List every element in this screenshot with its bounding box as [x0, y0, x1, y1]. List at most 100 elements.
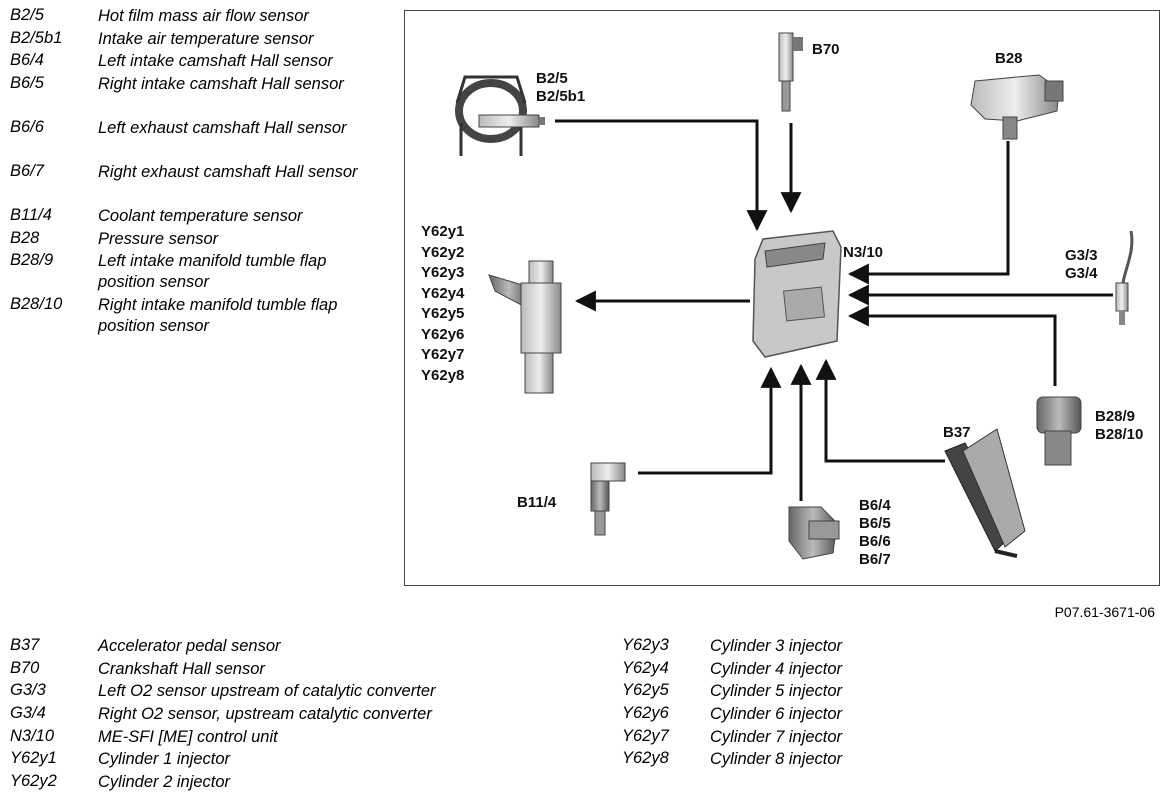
legend-code: B2/5 [10, 6, 44, 24]
legend-row: Y62y3 Cylinder 3 injector [622, 636, 1022, 659]
legend-description: Crankshaft Hall sensor [98, 659, 265, 678]
legend-code: Y62y2 [10, 772, 57, 791]
label-b6-4: B6/4 [859, 497, 891, 514]
legend-description: Coolant temperature sensor [98, 207, 303, 226]
diagram-svg: B2/5 B2/5b1 B70 B28 N3/10 G3/3 G3/4 Y62y… [421, 32, 1143, 568]
legend-code: B28 [10, 228, 40, 247]
legend-row: Y62y8 Cylinder 8 injector [622, 749, 1022, 772]
label-y62y5: Y62y5 [421, 305, 464, 322]
legend-row: Y62y7 Cylinder 7 injector [622, 727, 1022, 750]
label-y62y1: Y62y1 [421, 223, 464, 240]
legend-code: B11/4 [10, 206, 52, 225]
legend-description: Right O2 sensor, upstream catalytic conv… [98, 705, 432, 724]
legend-description: Left intake camshaft Hall sensor [98, 52, 333, 71]
pedal-sensor-illustration [944, 428, 1026, 558]
legend-description: Cylinder 4 injector [710, 659, 843, 678]
label-g3-4: G3/4 [1065, 265, 1098, 282]
coolant-sensor-illustration [590, 462, 626, 536]
legend-code: B28/9 [10, 251, 54, 270]
legend-code: G3/3 [10, 681, 46, 700]
line-coolant-to-ecu [638, 366, 782, 475]
legend-row: N3/10 ME-SFI [ME] control unit [10, 727, 570, 750]
legend-description: Cylinder 8 injector [710, 750, 843, 769]
legend-description: ME-SFI [ME] control unit [98, 727, 278, 746]
legend-row: B6/4 Left intake camshaft Hall sensor [10, 51, 390, 74]
label-b2-5b1: B2/5b1 [536, 88, 585, 105]
label-n3-10: N3/10 [843, 244, 883, 261]
label-y62y3: Y62y3 [421, 264, 464, 281]
ecu-illustration [752, 230, 842, 358]
legend-description: Left O2 sensor upstream of catalytic con… [98, 682, 436, 701]
label-b28-10: B28/10 [1095, 426, 1143, 443]
cam-sensor-illustration [788, 506, 840, 560]
label-b28: B28 [995, 50, 1023, 67]
legend-code: B6/6 [10, 118, 44, 137]
label-b11-4: B11/4 [517, 494, 557, 511]
legend-code: B6/4 [10, 51, 44, 70]
legend-code: B6/5 [10, 74, 44, 93]
legend-code: Y62y7 [622, 726, 669, 745]
line-pressure-to-ecu [847, 141, 1010, 285]
legend-description: Cylinder 2 injector [98, 773, 231, 792]
legend-code: B37 [10, 636, 40, 654]
legend-row: B28/9 Left intake manifold tumble flap po… [10, 251, 390, 295]
legend-code: Y62y6 [622, 704, 669, 723]
legend-description: Accelerator pedal sensor [98, 637, 281, 655]
legend-description: Left exhaust camshaft Hall sensor [98, 119, 347, 138]
legend-row: B2/5 Hot film mass air flow sensor [10, 6, 390, 29]
legend-code: Y62y5 [622, 681, 669, 700]
legend-description: Right intake camshaft Hall sensor [98, 75, 344, 94]
label-y62y8: Y62y8 [421, 367, 464, 384]
line-maf-to-ecu [555, 119, 768, 232]
legend-description: Pressure sensor [98, 229, 219, 248]
legend-row: Y62y2 Cylinder 2 injector [10, 772, 570, 795]
legend-description: Intake air temperature sensor [98, 29, 314, 48]
legend-description: Cylinder 3 injector [710, 637, 843, 655]
label-y62y2: Y62y2 [421, 244, 464, 261]
label-b6-6: B6/6 [859, 533, 891, 550]
label-y62y7: Y62y7 [421, 346, 464, 363]
legend-row: Y62y6 Cylinder 6 injector [622, 704, 1022, 727]
legend-row: B37 Accelerator pedal sensor [10, 636, 570, 659]
legend-row: Y62y4 Cylinder 4 injector [622, 659, 1022, 682]
legend-row: B6/5 Right intake camshaft Hall sensor [10, 74, 390, 118]
label-y62y6: Y62y6 [421, 326, 464, 343]
legend-code: Y62y4 [622, 658, 669, 677]
legend-row: B28 Pressure sensor [10, 229, 390, 252]
legend-description: Right intake manifold tumble flap positi… [98, 296, 338, 336]
legend-row: G3/3 Left O2 sensor upstream of catalytic… [10, 681, 570, 704]
label-b70: B70 [812, 41, 840, 58]
legend-description: Hot film mass air flow sensor [98, 7, 309, 25]
figure-id: P07.61-3671-06 [1054, 604, 1155, 620]
legend-code: Y62y8 [622, 749, 669, 768]
legend-row: Y62y5 Cylinder 5 injector [622, 681, 1022, 704]
line-tumble-to-ecu [847, 305, 1057, 386]
label-b28-9: B28/9 [1095, 408, 1135, 425]
legend-code: B2/5b1 [10, 28, 63, 47]
o2-sensor-illustration [1115, 230, 1134, 325]
legend-description: Cylinder 5 injector [710, 682, 843, 701]
maf-sensor-illustration [455, 75, 545, 156]
injector-illustration [488, 260, 562, 394]
legend-code: Y62y3 [622, 636, 669, 654]
legend-row: B6/7 Right exhaust camshaft Hall sensor [10, 162, 390, 206]
legend-code: B6/7 [10, 162, 44, 181]
label-b6-7: B6/7 [859, 551, 891, 568]
legend-description: Cylinder 7 injector [710, 727, 843, 746]
legend-description: Cylinder 6 injector [710, 705, 843, 724]
legend-code: N3/10 [10, 726, 55, 745]
label-b37: B37 [943, 424, 971, 441]
legend-description: Right exhaust camshaft Hall sensor [98, 163, 358, 182]
line-pedal-to-ecu [815, 358, 945, 463]
legend-description: Cylinder 1 injector [98, 750, 231, 769]
legend-row: B6/6 Left exhaust camshaft Hall sensor [10, 118, 390, 162]
legend-description: Left intake manifold tumble flap positio… [98, 252, 327, 292]
tumble-sensor-illustration [1036, 396, 1082, 466]
signal-diagram: B2/5 B2/5b1 B70 B28 N3/10 G3/3 G3/4 Y62y… [404, 10, 1160, 586]
legend-row: B11/4 Coolant temperature sensor [10, 206, 390, 229]
